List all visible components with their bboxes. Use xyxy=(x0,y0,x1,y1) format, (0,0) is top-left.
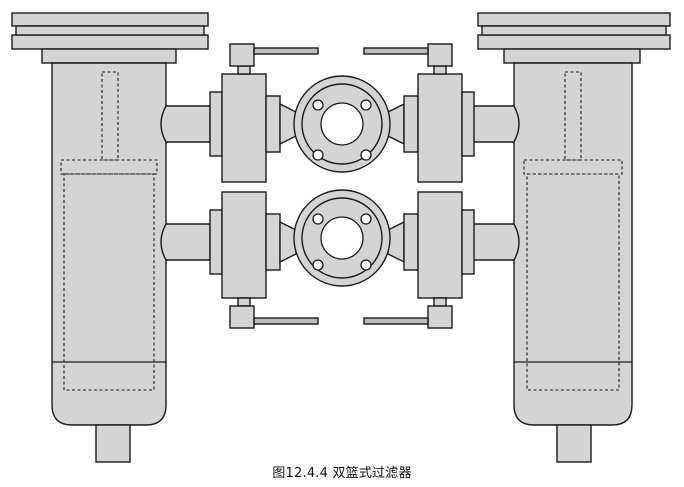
right-drain-nozzle xyxy=(556,424,592,463)
lower-right-valve-handle[interactable] xyxy=(363,317,429,325)
left-filter-housing xyxy=(11,12,209,463)
right-gasket xyxy=(481,25,667,36)
lower-right-nozzle xyxy=(469,223,520,261)
lower-left-valve-body xyxy=(221,191,267,299)
upper-left-valve-handle[interactable] xyxy=(253,47,319,55)
upper-right-nozzle xyxy=(469,105,520,143)
upper-left-valve-flange-b xyxy=(265,95,281,153)
upper-right-valve-stem xyxy=(427,43,453,67)
left-neck-flange xyxy=(41,48,177,64)
left-basket-handle xyxy=(101,71,119,161)
upper-left-nozzle xyxy=(160,105,211,143)
lower-right-valve-flange-a xyxy=(461,209,475,275)
lower-right-valve-stem xyxy=(427,305,453,329)
upper-left-valve-body xyxy=(221,73,267,183)
left-basket xyxy=(63,173,155,391)
lower-left-nozzle xyxy=(160,223,211,261)
left-top-flange xyxy=(11,34,209,50)
upper-right-valve-flange-b xyxy=(403,95,419,153)
right-filter-housing xyxy=(477,12,671,463)
right-basket-handle xyxy=(564,71,582,161)
left-gasket xyxy=(15,25,205,36)
upper-right-valve-body xyxy=(417,73,463,183)
upper-left-valve-flange-a xyxy=(209,91,223,157)
lower-right-valve-body xyxy=(417,191,463,299)
right-cover-plate xyxy=(477,12,671,27)
right-housing-body xyxy=(513,62,633,426)
right-neck-flange xyxy=(503,48,641,64)
upper-flange-bore xyxy=(320,102,364,146)
upper-right-valve-flange-a xyxy=(461,91,475,157)
right-top-flange xyxy=(477,34,671,50)
lower-left-reducer xyxy=(279,220,297,264)
left-drain-nozzle xyxy=(95,424,131,463)
left-housing-body xyxy=(51,62,167,426)
right-basket xyxy=(526,173,620,391)
lower-left-valve-flange-b xyxy=(265,213,281,271)
lower-flange-bore xyxy=(320,216,364,260)
upper-left-valve-stem xyxy=(229,43,255,67)
lower-left-valve-flange-a xyxy=(209,209,223,275)
upper-piping xyxy=(160,43,520,183)
lower-left-valve-stem xyxy=(229,305,255,329)
upper-right-valve-handle[interactable] xyxy=(363,47,429,55)
figure-caption: 图12.4.4 双篮式过滤器 xyxy=(272,466,412,481)
lower-left-valve-handle[interactable] xyxy=(253,317,319,325)
lower-piping xyxy=(160,189,520,329)
lower-right-valve-flange-b xyxy=(403,213,419,271)
left-cover-plate xyxy=(11,12,209,27)
